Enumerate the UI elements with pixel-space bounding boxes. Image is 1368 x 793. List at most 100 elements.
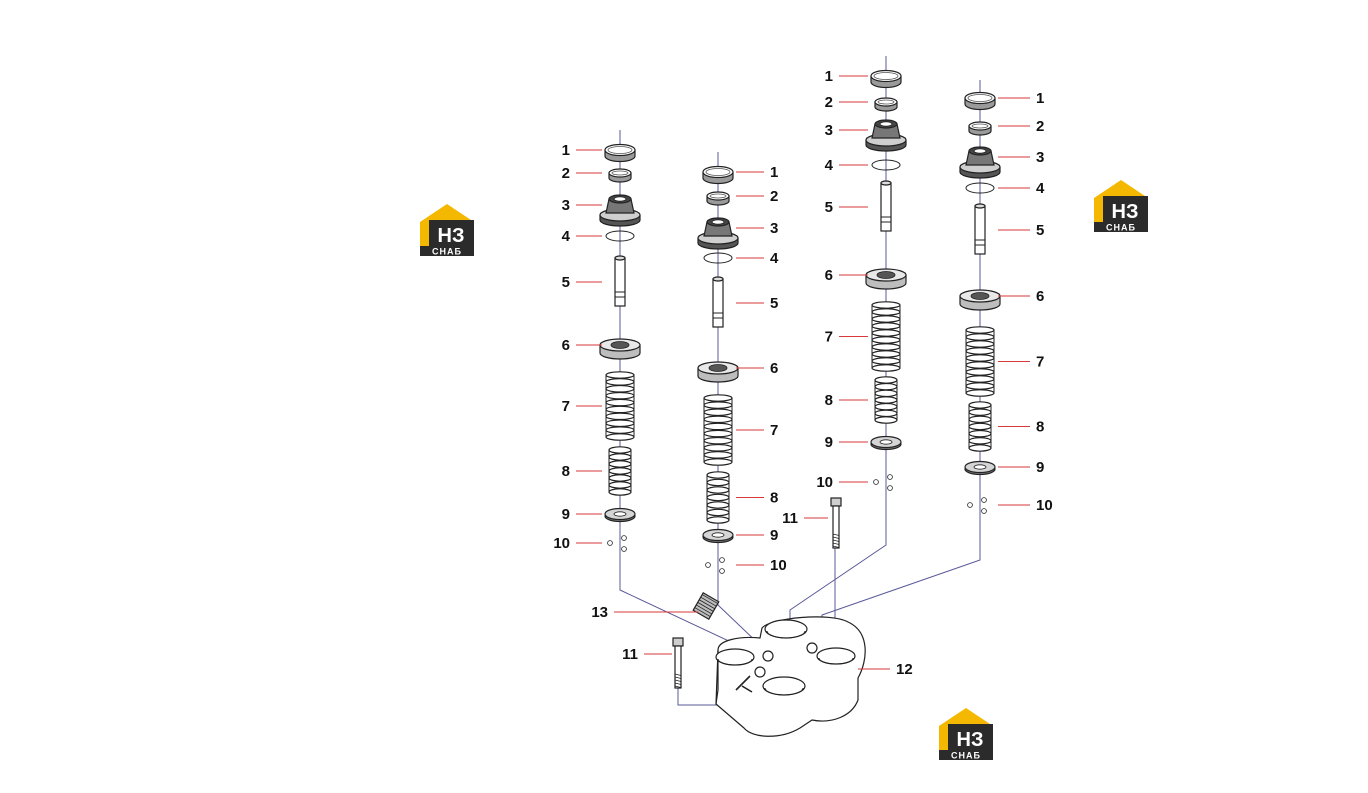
valve-body-12 xyxy=(715,616,866,737)
assembly-2-label-6: 6 xyxy=(770,360,778,377)
assembly-1-spring-inner xyxy=(608,446,632,496)
assembly-1-label-9: 9 xyxy=(562,506,570,523)
logo-mark: НЗ xyxy=(957,729,984,751)
assembly-1-label-10: 10 xyxy=(553,535,570,552)
assembly-4-pin xyxy=(974,203,986,255)
assembly-2-label-2: 2 xyxy=(770,188,778,205)
assembly-3-label-6: 6 xyxy=(825,267,833,284)
assembly-1-washer xyxy=(604,507,636,523)
assembly-3-cap xyxy=(865,268,907,290)
assembly-2-label-1: 1 xyxy=(770,164,778,181)
logo-word: СНАБ xyxy=(432,247,462,257)
assembly-1-connector-line xyxy=(619,560,749,651)
assembly-2-label-8: 8 xyxy=(770,490,778,507)
assembly-4-balls xyxy=(967,497,987,514)
assembly-4-label-10: 10 xyxy=(1036,497,1053,514)
assembly-4-label-2: 2 xyxy=(1036,118,1044,135)
assembly-3-label-8: 8 xyxy=(825,392,833,409)
assembly-2-washer xyxy=(702,528,734,544)
assembly-2-ring-small xyxy=(706,191,730,206)
assembly-3-label-7: 7 xyxy=(825,329,833,346)
logo-word: СНАБ xyxy=(1106,223,1136,233)
assembly-4-cap xyxy=(959,289,1001,311)
assembly-4-seat xyxy=(959,146,1001,179)
base-label-3: 12 xyxy=(896,661,913,678)
assembly-2-oring xyxy=(703,252,733,264)
assembly-4-label-6: 6 xyxy=(1036,288,1044,305)
assembly-4-spring-outer xyxy=(965,326,995,397)
assembly-3-spring-inner xyxy=(874,376,898,424)
assembly-3-label-4: 4 xyxy=(825,157,834,174)
assembly-1-label-7: 7 xyxy=(562,398,570,415)
bolt-11-left xyxy=(672,637,684,689)
logo-panel xyxy=(1103,196,1148,222)
assembly-4-label-4: 4 xyxy=(1036,180,1045,197)
base-label-2: 11 xyxy=(622,646,638,663)
assembly-1-label-2: 2 xyxy=(562,165,570,182)
assembly-4-ring xyxy=(964,91,996,111)
valve-assembly-4 xyxy=(959,91,1001,514)
assembly-4-oring xyxy=(965,182,995,194)
logo-word: СНАБ xyxy=(951,751,981,761)
logo-panel xyxy=(948,724,993,750)
assembly-1-ring-small xyxy=(608,168,632,183)
logo-mark: НЗ xyxy=(438,225,465,247)
assembly-2-label-5: 5 xyxy=(770,295,778,312)
assembly-4-label-9: 9 xyxy=(1036,459,1044,476)
assembly-1-ring xyxy=(604,143,636,163)
assembly-3-ring-small xyxy=(874,97,898,112)
assembly-2-spring-inner xyxy=(706,471,730,524)
assembly-1-label-3: 3 xyxy=(562,197,570,214)
assembly-4-washer xyxy=(964,460,996,476)
assembly-3-oring xyxy=(871,159,901,171)
assembly-4-label-3: 3 xyxy=(1036,149,1044,166)
assembly-4-label-5: 5 xyxy=(1036,222,1044,239)
assembly-3-seat xyxy=(865,119,907,152)
assembly-3-balls xyxy=(873,474,893,491)
assembly-4-spring-inner xyxy=(968,401,992,452)
assembly-1-label-5: 5 xyxy=(562,274,570,291)
assembly-3-connector-line xyxy=(789,495,887,625)
base-label-1: 11 xyxy=(782,510,798,527)
assembly-3-spring-outer xyxy=(871,301,901,372)
assembly-4-ring-small xyxy=(968,121,992,136)
assembly-3-label-2: 2 xyxy=(825,94,833,111)
assembly-1-spring-outer xyxy=(605,371,635,441)
assembly-2-spring-outer xyxy=(703,394,733,466)
bolt-left-connector-line xyxy=(677,688,720,706)
assembly-3-ring xyxy=(870,69,902,89)
assembly-3-label-1: 1 xyxy=(825,68,833,85)
assembly-2-label-9: 9 xyxy=(770,527,778,544)
assembly-4-label-1: 1 xyxy=(1036,90,1044,107)
assembly-1-label-1: 1 xyxy=(562,142,570,159)
assembly-1-label-6: 6 xyxy=(562,337,570,354)
logo-mark: НЗ xyxy=(1112,201,1139,223)
logo-bar xyxy=(1094,222,1148,232)
logo-panel xyxy=(429,220,474,246)
assembly-2-label-4: 4 xyxy=(770,250,779,267)
assembly-2-label-7: 7 xyxy=(770,422,778,439)
assembly-2-label-3: 3 xyxy=(770,220,778,237)
assembly-4-label-8: 8 xyxy=(1036,419,1044,436)
logo-bar xyxy=(939,750,993,760)
plug-13 xyxy=(692,592,720,620)
assembly-1-label-4: 4 xyxy=(562,228,571,245)
assembly-3-pin xyxy=(880,180,892,232)
assembly-1-cap xyxy=(599,338,641,360)
assembly-2-label-10: 10 xyxy=(770,557,787,574)
assembly-1-label-8: 8 xyxy=(562,463,570,480)
assembly-2-balls xyxy=(705,557,725,574)
assembly-1-seat xyxy=(599,194,641,227)
assembly-2-cap xyxy=(697,361,739,383)
assembly-3-label-3: 3 xyxy=(825,122,833,139)
assembly-1-balls xyxy=(607,535,627,552)
valve-assembly-1 xyxy=(599,143,641,552)
assembly-3-label-5: 5 xyxy=(825,199,833,216)
valve-assembly-2 xyxy=(697,165,739,574)
assembly-2-seat xyxy=(697,217,739,250)
assembly-2-pin xyxy=(712,276,724,328)
base-label-4: 13 xyxy=(591,604,608,621)
